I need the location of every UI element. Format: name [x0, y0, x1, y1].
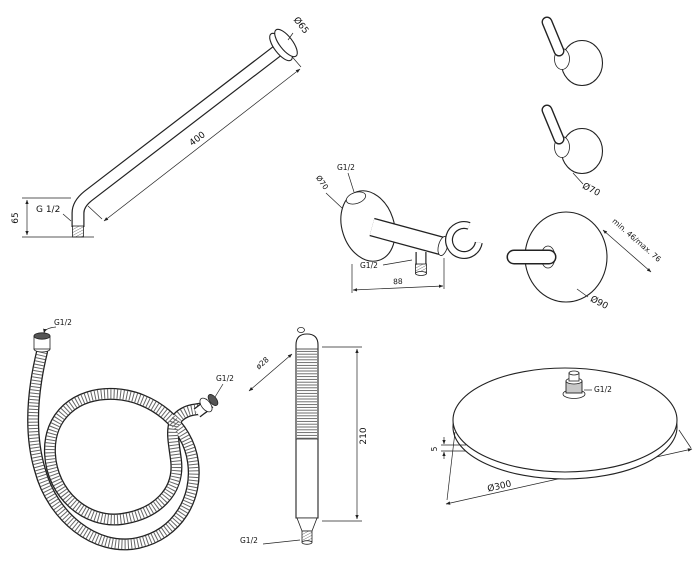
elbow-flange-diameter-label: Ø70 [314, 174, 330, 192]
elbow-inlet-thread-label: G1/2 [337, 163, 355, 172]
head-diameter-ext-left [446, 431, 456, 501]
elbow-width-dim-line [352, 284, 444, 292]
holder-clip-fill [446, 222, 482, 258]
arm-height-label: 65 [11, 212, 21, 223]
head-thickness-label: 5 [430, 446, 439, 451]
handshower-rib-texture [297, 349, 317, 439]
shower-arm-figure: 400 Ø65 65 G 1/2 [11, 15, 311, 238]
arm-thread-leader [62, 213, 72, 222]
elbow-body-fill [369, 219, 445, 254]
thermostat-diameter-leader [576, 288, 589, 298]
shutoff-valve-middle-figure [541, 104, 604, 175]
hose-end-cap-b [207, 394, 219, 406]
arm-ext-line-bottom [87, 205, 103, 220]
elbow-flange-leader [325, 192, 343, 209]
elbow-inlet-leader [347, 172, 355, 193]
hose-end-cap-a [33, 332, 51, 340]
thermostat-diameter-label: Ø90 [588, 294, 610, 312]
valve-lever-fill [542, 17, 564, 56]
valve-diameter-leader [572, 172, 584, 185]
thermostat-depth-dim-line [602, 229, 652, 273]
valve-lever-fill [542, 105, 564, 144]
hose-thread-a-leader [43, 326, 57, 334]
elbow-inlet [345, 191, 367, 205]
shutoff-valve-top-figure [541, 16, 604, 87]
elbow-outlet-thread-label: G1/2 [360, 261, 378, 270]
hose-coil-fill [28, 347, 208, 549]
handshower-taper [296, 517, 318, 532]
handshower-thread-end [301, 540, 313, 545]
handshower-thread-hatch [302, 531, 312, 542]
head-diameter-label: Ø300 [486, 478, 512, 494]
head-shower-figure: Ø300 5 G1/2 [430, 367, 693, 505]
arm-length-dim-line [103, 68, 301, 222]
arm-length-label: 400 [188, 130, 208, 149]
head-thread-label: G1/2 [594, 385, 612, 394]
hose-end-collar-b [199, 397, 213, 413]
handshower-length-label: 210 [359, 427, 369, 444]
hand-shower-figure: ø28 210 G1/2 [240, 326, 369, 545]
wall-elbow-figure: G1/2 Ø70 G1/2 88 [314, 163, 483, 293]
handshower-diameter-label: ø28 [254, 355, 271, 371]
handshower-diameter-dim-line [248, 353, 293, 392]
handshower-top-nub [297, 326, 305, 333]
arm-tube-fill [72, 40, 289, 227]
arm-thread-label: G 1/2 [36, 205, 60, 215]
elbow-nipple-end [415, 271, 427, 276]
valve-diameter-label: Ø70 [580, 181, 602, 199]
arm-flange-diameter-label: Ø65 [291, 15, 311, 36]
elbow-nipple-thread-hatch [415, 264, 427, 273]
thermostat-figure: min. 46/max. 76 Ø90 [506, 211, 663, 312]
arm-wall-flange [274, 28, 298, 58]
head-diameter-ext-right [678, 429, 692, 449]
arm-flange-leader [287, 32, 294, 41]
hose-thread-a-label: G1/2 [54, 318, 72, 327]
hose-thread-b-leader [214, 383, 224, 398]
head-disc-top [452, 367, 678, 473]
elbow-width-label: 88 [393, 277, 403, 286]
arm-thread-hatch [72, 226, 84, 237]
handshower-thread-label: G1/2 [240, 536, 258, 545]
thermostat-depth-label: min. 46/max. 76 [610, 216, 663, 263]
handshower-thread-leader [262, 539, 301, 545]
hose-thread-b-label: G1/2 [216, 374, 234, 383]
elbow-outlet-leader [382, 259, 413, 266]
hose-figure: G1/2 G1/2 [27, 318, 234, 551]
head-connector-top [568, 370, 580, 376]
